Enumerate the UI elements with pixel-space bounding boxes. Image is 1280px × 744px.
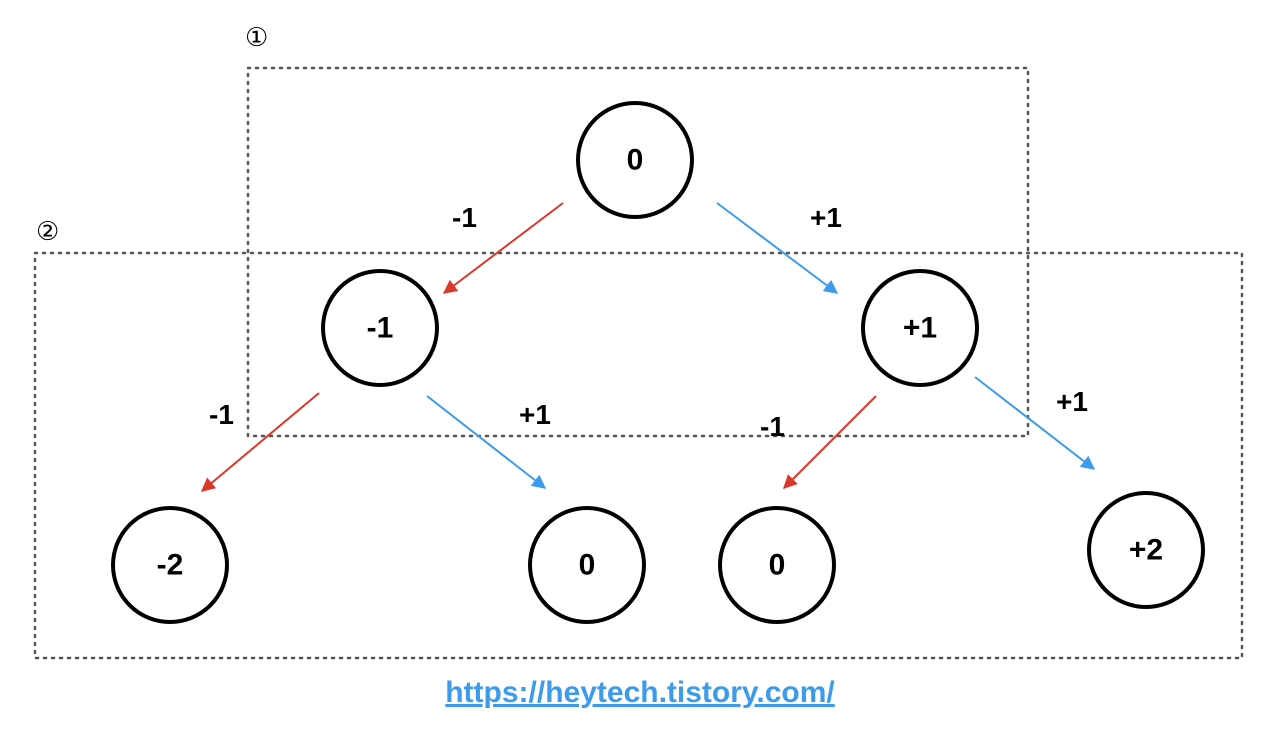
edge-root-left-label: -1	[452, 202, 477, 233]
edge-left-ll-label: -1	[209, 399, 234, 430]
node-root-label: 0	[627, 144, 644, 177]
node-left-right: 0	[528, 506, 646, 624]
node-right: +1	[861, 269, 979, 387]
node-right-right: +2	[1087, 491, 1205, 609]
node-right-left-label: 0	[769, 549, 786, 582]
node-right-left: 0	[718, 506, 836, 624]
edge-right-rl-label: -1	[760, 411, 785, 442]
edge-right-rr-arrow	[974, 376, 1096, 470]
edge-root-left-arrow	[442, 202, 564, 294]
node-left-label: -1	[367, 312, 394, 345]
region-1-box	[246, 66, 1030, 438]
edge-right-rr-label: +1	[1056, 386, 1088, 417]
edge-left-lr-arrow	[426, 395, 547, 489]
edge-root-right-arrow	[716, 202, 839, 294]
node-right-label: +1	[903, 312, 937, 345]
node-right-right-label: +2	[1129, 534, 1163, 567]
node-left: -1	[321, 269, 439, 387]
node-root: 0	[576, 101, 694, 219]
region-2-label: ②	[36, 216, 59, 246]
node-left-left-label: -2	[157, 549, 184, 582]
edge-root-right-label: +1	[810, 202, 842, 233]
edge-left-ll-arrow	[200, 392, 320, 492]
edge-right-rl-arrow	[783, 395, 877, 489]
source-link[interactable]: https://heytech.tistory.com/	[445, 676, 835, 709]
node-left-left: -2	[111, 506, 229, 624]
node-left-right-label: 0	[579, 549, 596, 582]
region-2-box	[33, 251, 1244, 660]
edge-left-lr-label: +1	[519, 399, 551, 430]
region-1-label: ①	[245, 22, 268, 52]
